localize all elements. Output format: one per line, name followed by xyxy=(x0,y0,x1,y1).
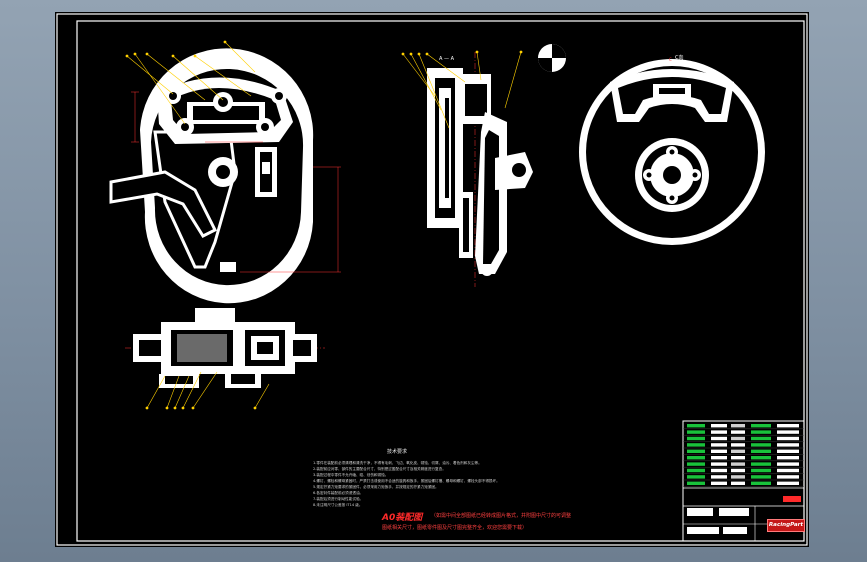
front-view xyxy=(109,40,341,304)
parts-list-cell xyxy=(731,456,745,460)
parts-list-cell xyxy=(687,449,705,453)
parts-list-cell xyxy=(731,449,745,453)
brand-logo-text: RacingPart xyxy=(768,522,804,528)
parts-list-cell xyxy=(687,424,705,428)
parts-list-cell xyxy=(731,443,745,447)
title-block-red-mark xyxy=(783,496,801,502)
parts-list-cell xyxy=(687,462,705,466)
technical-note: 7.装配后须进行制动性能试验。 xyxy=(313,496,364,501)
side-leaders xyxy=(402,51,522,129)
parts-list-cell xyxy=(777,468,799,473)
front-dimensions xyxy=(131,91,341,273)
parts-list-rows xyxy=(683,424,804,502)
parts-list-cell xyxy=(731,424,745,428)
parts-list-cell xyxy=(731,436,745,441)
parts-list-cell xyxy=(777,475,799,479)
parts-list-cell xyxy=(751,456,771,460)
right-view-label: C向 xyxy=(675,55,684,61)
parts-list-cell xyxy=(751,424,771,428)
parts-list-cell xyxy=(711,481,727,485)
parts-list-cell xyxy=(687,475,705,479)
assembly-note: （如需中间全部图纸已经转成图片格式，并附图中尺寸的可调整 xyxy=(431,513,572,519)
parts-list-cell xyxy=(731,468,745,473)
inner-frame xyxy=(76,20,805,542)
parts-list-cell xyxy=(687,481,705,485)
side-view xyxy=(401,44,566,287)
technical-note: 5.规定拧紧力矩要求的紧固件，必须采用力矩扳手，并按规定的拧紧力矩紧固。 xyxy=(313,484,439,489)
brand-logo: RacingPart xyxy=(767,519,805,532)
parts-list-cell xyxy=(711,430,727,434)
parts-list-cell xyxy=(751,481,771,485)
section-view xyxy=(125,308,325,410)
technical-note: 3.装配过程中零件不允许磕、碰、划伤和锈蚀。 xyxy=(313,472,389,477)
parts-list-cell xyxy=(711,436,727,441)
parts-list-cell xyxy=(777,456,799,460)
parts-list-cell xyxy=(711,475,727,479)
parts-list-cell xyxy=(711,456,727,460)
parts-list-cell xyxy=(751,462,771,466)
parts-list-cell xyxy=(687,430,705,434)
technical-note: 1.零件在装配前必须清理和清洗干净，不得有毛刺、飞边、氧化皮、锈蚀、切屑、油污、… xyxy=(313,460,482,465)
parts-list-cell xyxy=(711,468,727,473)
parts-list-cell xyxy=(751,436,771,441)
drawing-sheet: C xyxy=(55,12,809,547)
detail-circle xyxy=(538,44,566,72)
technical-note: 8.未注明尺寸公差按 IT14 级。 xyxy=(313,502,363,507)
steering-arm xyxy=(109,170,218,238)
front-leader-dots xyxy=(125,40,227,58)
disc-view: C xyxy=(579,57,765,245)
parts-list-cell xyxy=(777,430,799,434)
cad-drawing: C xyxy=(56,13,808,546)
parts-list-cell xyxy=(731,462,745,466)
parts-list-cell xyxy=(777,436,799,441)
parts-list-cell xyxy=(687,468,705,473)
parts-list-cell xyxy=(777,462,799,466)
parts-list-cell xyxy=(687,443,705,447)
parts-list-cell xyxy=(751,449,771,453)
side-view-label: A — A xyxy=(439,56,455,62)
parts-list-cell xyxy=(751,468,771,473)
parts-list-cell xyxy=(687,456,705,460)
title-block-graphics xyxy=(682,420,805,542)
parts-list-cell xyxy=(751,475,771,479)
parts-list-cell xyxy=(777,443,799,447)
parts-list-cell xyxy=(711,443,727,447)
assembly-note: 图纸相关尺寸，图纸零件图及尺寸图完整齐全，欢迎您需要下载） xyxy=(382,525,528,531)
parts-list-cell xyxy=(711,449,727,453)
parts-list-cell xyxy=(777,481,799,485)
parts-list-cell xyxy=(711,462,727,466)
parts-list-cell xyxy=(731,475,745,479)
parts-list-cell xyxy=(751,443,771,447)
technical-requirements-title: 技术要求 xyxy=(387,449,408,455)
section-leaders xyxy=(146,371,270,409)
svg-text:C: C xyxy=(669,57,672,62)
assembly-drawing-title: A0装配图 xyxy=(382,513,423,523)
parts-list-cell xyxy=(687,436,705,441)
parts-list-cell xyxy=(731,481,745,485)
section-view-label: B — B xyxy=(211,308,227,314)
parts-list-cell xyxy=(711,424,727,428)
parts-list-cell xyxy=(777,424,799,428)
front-leaders xyxy=(126,41,256,125)
parts-list-cell xyxy=(751,430,771,434)
technical-note: 2.装配前应对零、部件的主要配合尺寸，特别是过盈配合尺寸及相关精度进行复查。 xyxy=(313,466,446,471)
parts-list-cell xyxy=(777,449,799,453)
outer-frame xyxy=(56,13,808,546)
technical-note: 6.各密封件装配前必须浸透油。 xyxy=(313,490,364,495)
parts-list-cell xyxy=(731,430,745,434)
technical-note: 4.螺钉、螺栓和螺母紧固时，严禁打击或使用不合适的旋具和扳手，紧固后螺钉槽、螺母… xyxy=(313,478,500,483)
